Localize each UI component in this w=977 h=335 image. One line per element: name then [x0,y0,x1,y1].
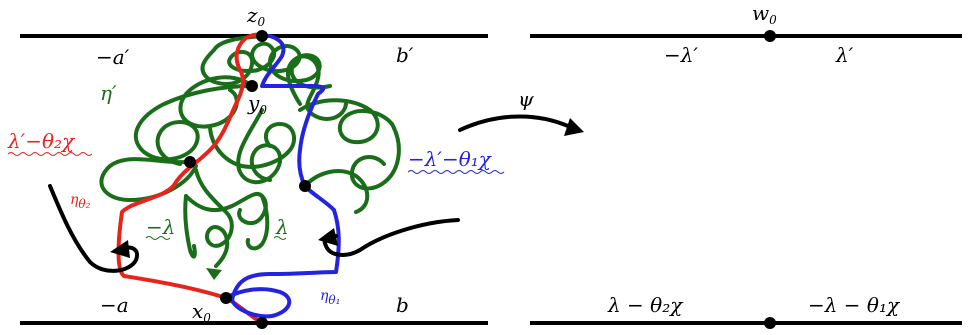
label-right-bottom-left: λ − θ₂χ [607,293,684,317]
label-right-top-left: −λ′ [664,43,698,67]
psi-arrow [460,116,568,130]
label-x: x0 [192,299,211,325]
label-bottom-left: −a [100,293,129,317]
label-right-boundary: −λ′−θ₁χ [408,147,493,171]
label-w: w0 [752,1,777,27]
label-right-bottom-right: −λ − θ₁χ [808,293,901,317]
label-eta-theta1: ηθ₁ [320,288,340,307]
point-x0 [220,292,232,304]
point-red-junction [184,156,196,168]
label-z: z0 [246,3,266,29]
label-bottom-right: b [396,293,409,317]
label-inner-right: λ [275,215,289,239]
label-left-boundary: λ′−θ₂χ [7,129,76,153]
point-z0 [256,30,268,42]
right-hook-arrowhead [318,228,338,246]
label-eta-prime: η′ [100,81,117,105]
label-top-right: b′ [396,43,414,67]
label-inner-left: −λ [146,215,175,239]
point-right-bottom [764,317,776,329]
psi-arrowhead [564,118,584,136]
right-hook-arrow [325,220,458,255]
point-bottom [256,317,268,329]
point-w0 [764,30,776,42]
eta-prime-arrowhead [206,268,222,280]
label-eta-theta2: ηθ₂ [70,192,91,211]
point-blue-junction [299,180,311,192]
label-right-top-right: λ′ [835,43,854,67]
label-psi: ψ [518,87,534,111]
label-top-left: −a′ [96,45,130,69]
label-y: y0 [247,91,267,117]
